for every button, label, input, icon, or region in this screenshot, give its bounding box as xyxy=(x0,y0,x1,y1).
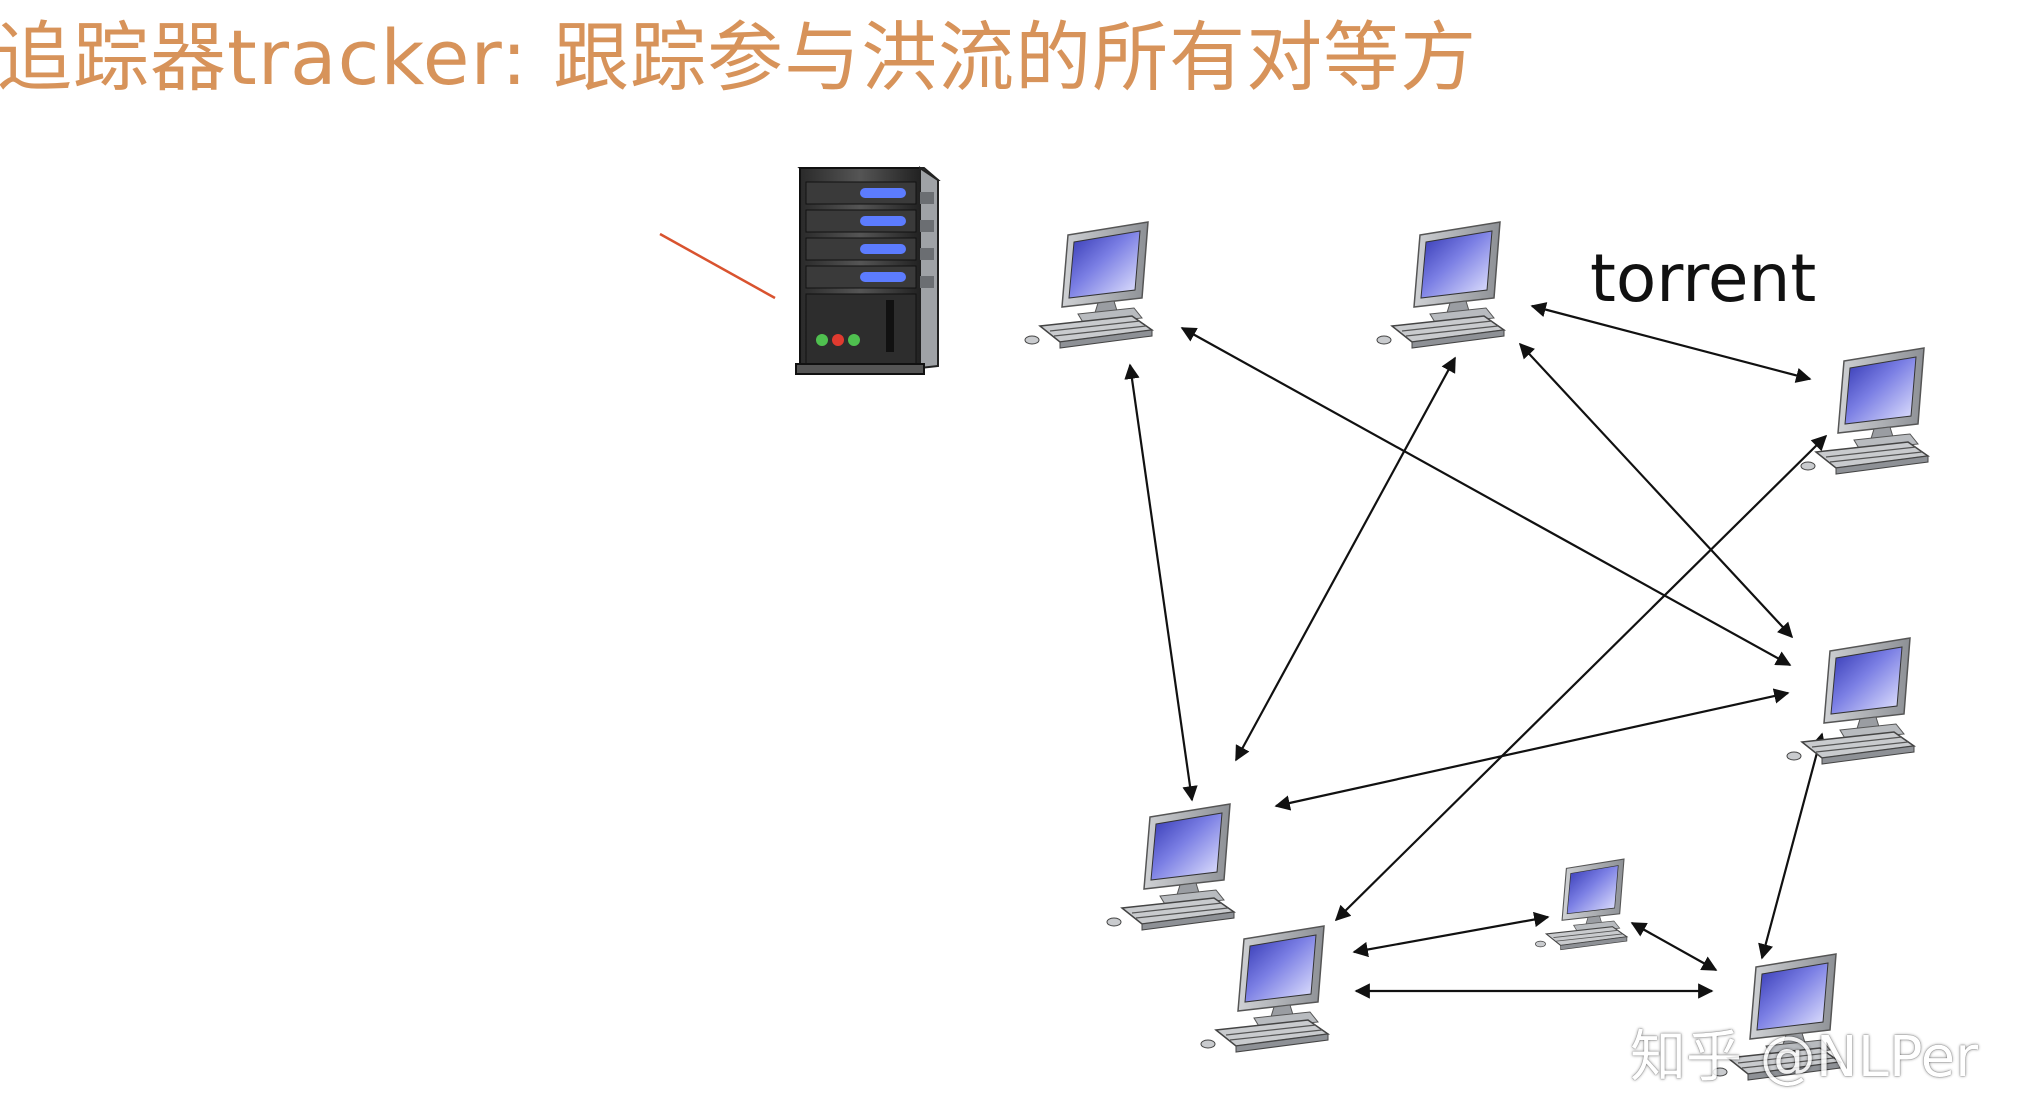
torrent-label: torrent xyxy=(1590,240,1817,317)
computer-icon xyxy=(1800,347,1929,475)
connection-arrow xyxy=(1352,911,1550,958)
connection-arrow xyxy=(1274,688,1790,811)
watermark: 知乎 @NLPer xyxy=(1630,1025,1979,1090)
computer-icon xyxy=(1200,925,1329,1053)
computer-icon xyxy=(1786,637,1915,765)
connection-arrow xyxy=(1518,342,1794,639)
peer-connections xyxy=(1124,302,1828,999)
computer-icon xyxy=(1024,221,1153,349)
connection-arrow xyxy=(1758,732,1826,960)
tracker-connection-line xyxy=(659,232,776,300)
connection-arrow xyxy=(1124,363,1198,802)
server-icon xyxy=(795,166,941,375)
computer-icon xyxy=(1106,803,1235,931)
connection-arrow xyxy=(1180,327,1792,666)
connection-arrow xyxy=(1630,922,1718,971)
computer-icon xyxy=(1376,221,1505,349)
connection-arrow xyxy=(1334,434,1828,922)
slide-title: 追踪器tracker: 跟踪参与洪流的所有对等方 xyxy=(0,13,1478,102)
computer-icon xyxy=(1534,858,1628,951)
